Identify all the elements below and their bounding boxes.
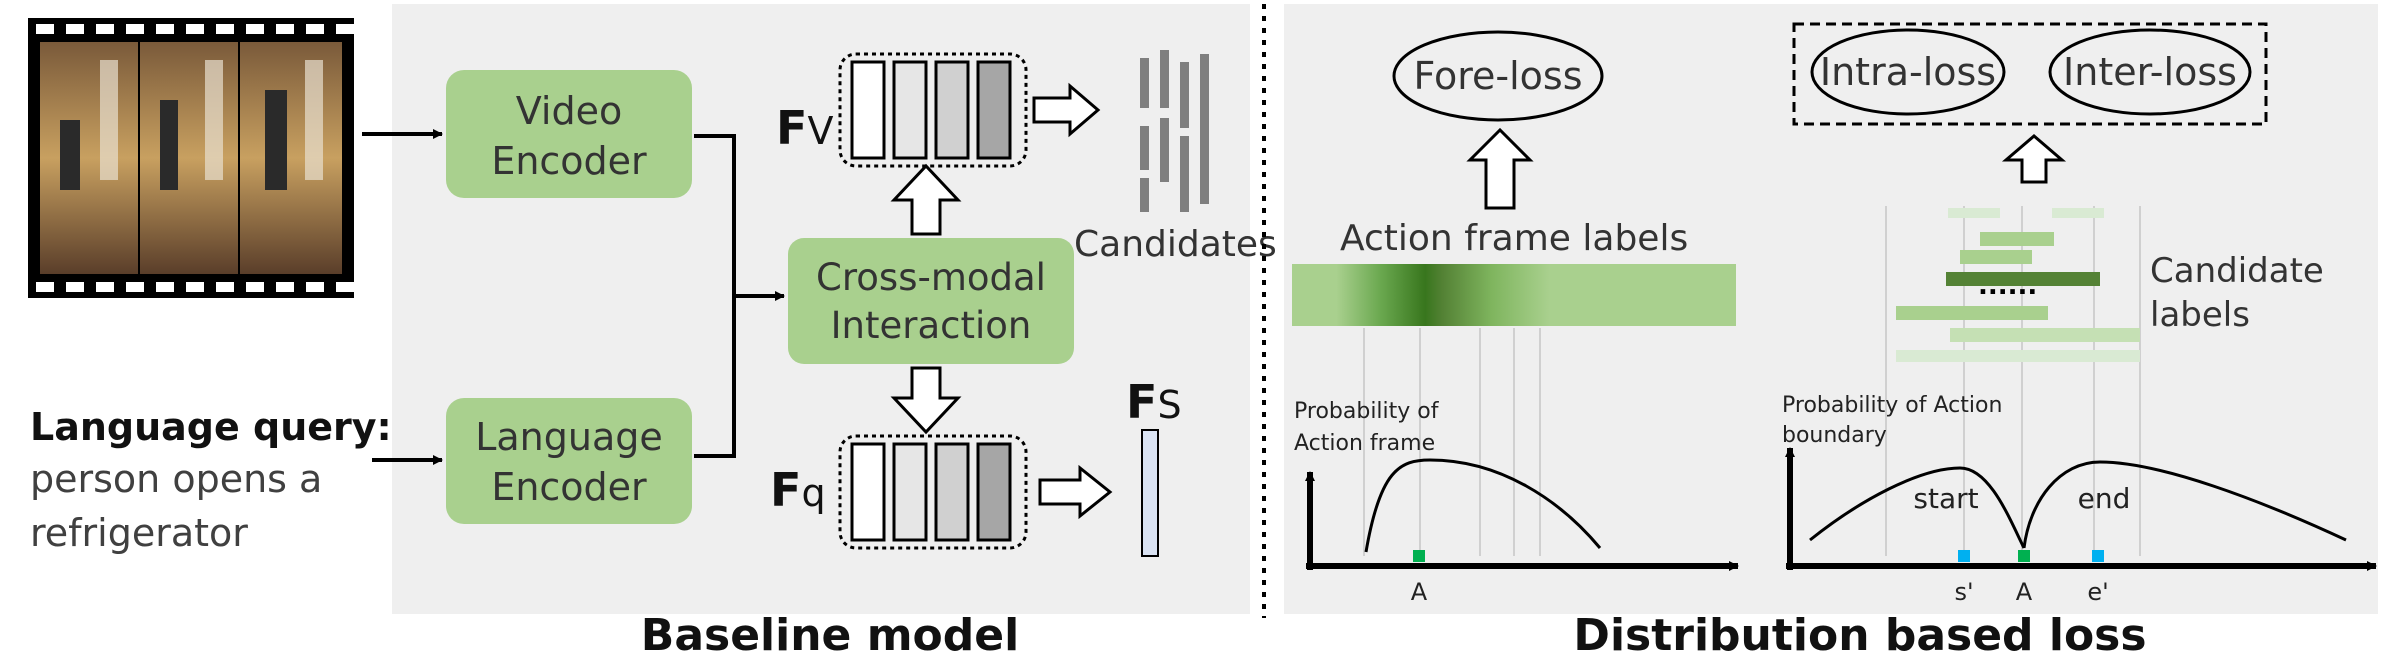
fq-bar-1	[850, 442, 886, 542]
left-guide-lines	[1363, 328, 1541, 556]
start-label: start	[1913, 482, 1978, 515]
film-hole	[156, 282, 174, 292]
fv-right-block-arrow	[1032, 82, 1101, 138]
candidate-labels-line2: labels	[2150, 295, 2250, 335]
fv-bar-1	[850, 60, 886, 160]
boundary-up-block-arrow	[2001, 134, 2067, 184]
film-hole	[276, 282, 294, 292]
film-hole	[96, 282, 114, 292]
loss-caption: Distribution based loss	[1573, 610, 2146, 661]
film-hole	[186, 282, 204, 292]
tick-a: A	[2016, 578, 2033, 606]
right-guide-lines	[1885, 206, 2141, 556]
candidate-label-bars	[1896, 208, 2140, 362]
fore-loss-label: Fore-loss	[1413, 54, 1582, 98]
film-hole	[126, 24, 144, 34]
candidate-labels-line1: Candidate	[2150, 251, 2324, 291]
candidates-icon	[1140, 50, 1209, 212]
baseline-caption: Baseline model	[641, 610, 1019, 661]
loss-dashed-box	[1792, 22, 2268, 126]
film-hole	[246, 24, 264, 34]
film-hole	[66, 24, 84, 34]
end-label: end	[2078, 482, 2131, 515]
intra-loss-ellipse	[1810, 28, 2006, 116]
cross-modal-box	[788, 238, 1074, 364]
fq-bar-3	[934, 442, 970, 542]
film-hole	[306, 24, 324, 34]
right-end-curve	[2022, 460, 2347, 549]
fore-up-block-arrow	[1466, 127, 1534, 210]
marker-e	[2092, 550, 2104, 562]
film-hole	[336, 282, 354, 292]
film-hole	[126, 282, 144, 292]
film-hole	[276, 24, 294, 34]
video-filmstrip-icon	[28, 18, 354, 298]
film-hole	[186, 24, 204, 34]
intra-loss-label: Intra-loss	[1820, 50, 1996, 94]
language-encoder-box	[446, 398, 692, 524]
film-hole	[36, 282, 54, 292]
fv-bar-2	[892, 60, 928, 160]
right-start-curve	[1809, 466, 2026, 549]
video-encoder-box	[446, 70, 692, 198]
film-hole	[246, 282, 264, 292]
fv-bar-3	[934, 60, 970, 160]
query-line-2: refrigerator	[30, 511, 248, 555]
film-hole	[216, 24, 234, 34]
fq-label: Fq	[770, 463, 826, 517]
inter-loss-label: Inter-loss	[2063, 50, 2237, 94]
fs-label: FS	[1126, 375, 1182, 429]
fv-frame	[838, 52, 1028, 168]
marker-s	[1958, 550, 1970, 562]
film-hole	[156, 24, 174, 34]
query-label: Language query:	[30, 405, 392, 449]
candidate-ellipsis: ......	[1978, 271, 2037, 301]
query-line-1: person opens a	[30, 457, 322, 501]
left-prob-curve	[1364, 458, 1602, 553]
action-frame-labels-bar	[1292, 264, 1736, 326]
film-hole	[216, 282, 234, 292]
fs-bar	[1141, 429, 1159, 557]
cross-modal-line1: Cross-modal	[816, 256, 1046, 299]
video-encoder-line2: Encoder	[491, 139, 647, 183]
film-hole	[66, 282, 84, 292]
fv-label: FV	[776, 101, 833, 155]
fore-loss-ellipse	[1392, 30, 1604, 122]
prob-frame-line1: Probability of	[1294, 399, 1440, 424]
film-hole	[336, 24, 354, 34]
film-hole	[36, 24, 54, 34]
cross-modal-line2: Interaction	[831, 304, 1032, 347]
fq-frame	[838, 434, 1028, 550]
prob-boundary-line1: Probability of Action	[1782, 393, 2002, 418]
fv-bar-4	[976, 60, 1012, 160]
video-encoder-line1: Video	[516, 89, 622, 133]
film-hole	[96, 24, 114, 34]
up-block-arrow	[890, 163, 962, 236]
fq-bar-4	[976, 442, 1012, 542]
fq-bar-2	[892, 442, 928, 542]
tick-s: s'	[1954, 578, 1973, 606]
language-encoder-line1: Language	[475, 415, 663, 459]
film-hole	[306, 282, 324, 292]
left-tick-a: A	[1411, 578, 1428, 606]
down-block-arrow	[890, 366, 962, 435]
language-encoder-line2: Encoder	[491, 465, 647, 509]
left-marker-a	[1413, 550, 1425, 562]
inter-loss-ellipse	[2048, 28, 2252, 116]
candidates-label: Candidates	[1074, 224, 1277, 265]
prob-frame-line2: Action frame	[1294, 431, 1435, 456]
prob-boundary-line2: boundary	[1782, 423, 1887, 448]
tick-e: e'	[2087, 578, 2108, 606]
fq-right-block-arrow	[1038, 464, 1113, 520]
marker-a	[2018, 550, 2030, 562]
action-frame-labels-title: Action frame labels	[1340, 218, 1688, 259]
